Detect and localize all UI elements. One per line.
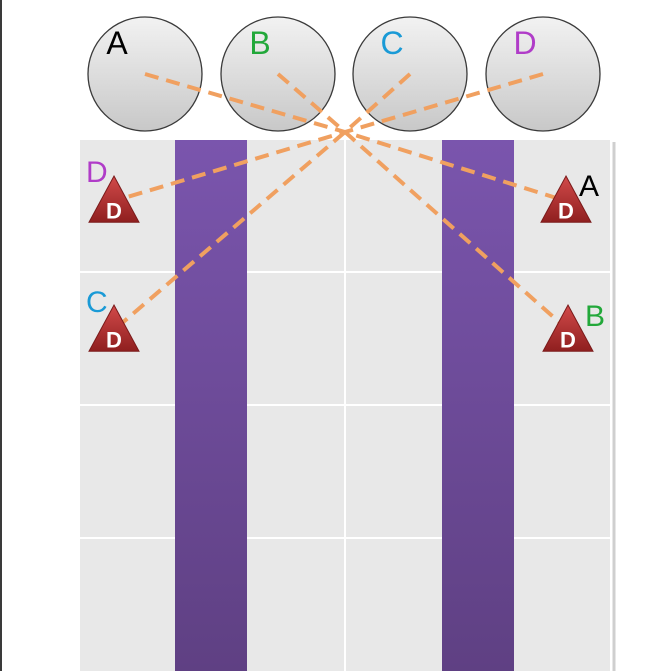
warning-triangle-icon xyxy=(88,303,140,352)
column-right xyxy=(442,140,514,671)
page-left-border xyxy=(0,0,2,671)
marker-label-b: B xyxy=(585,300,605,333)
warning-triangle-icon xyxy=(88,174,140,223)
marker-d: DD xyxy=(86,156,140,224)
marker-label-c: C xyxy=(86,286,108,319)
marker-c: DC xyxy=(86,286,140,353)
marker-glyph: D xyxy=(106,328,122,353)
connector-c xyxy=(112,72,412,332)
circles-layer: A B C D xyxy=(87,16,601,132)
connectors-layer xyxy=(112,72,570,332)
marker-label-d: D xyxy=(86,156,108,189)
marker-glyph: D xyxy=(558,199,574,224)
column-left xyxy=(175,140,247,671)
marker-label-a: A xyxy=(579,170,599,203)
warning-triangle-icon xyxy=(542,303,594,352)
connector-d xyxy=(113,72,544,203)
grid-lines xyxy=(80,140,612,671)
circle-label-b: B xyxy=(249,25,270,61)
circle-label-a: A xyxy=(106,25,128,61)
marker-glyph: D xyxy=(106,199,122,224)
marker-glyph: D xyxy=(560,328,576,353)
circle-label-c: C xyxy=(380,25,403,61)
circle-label-d: D xyxy=(513,25,536,61)
marker-a: DA xyxy=(540,170,599,224)
warning-triangle-icon xyxy=(540,174,592,223)
marker-b: DB xyxy=(542,300,605,353)
